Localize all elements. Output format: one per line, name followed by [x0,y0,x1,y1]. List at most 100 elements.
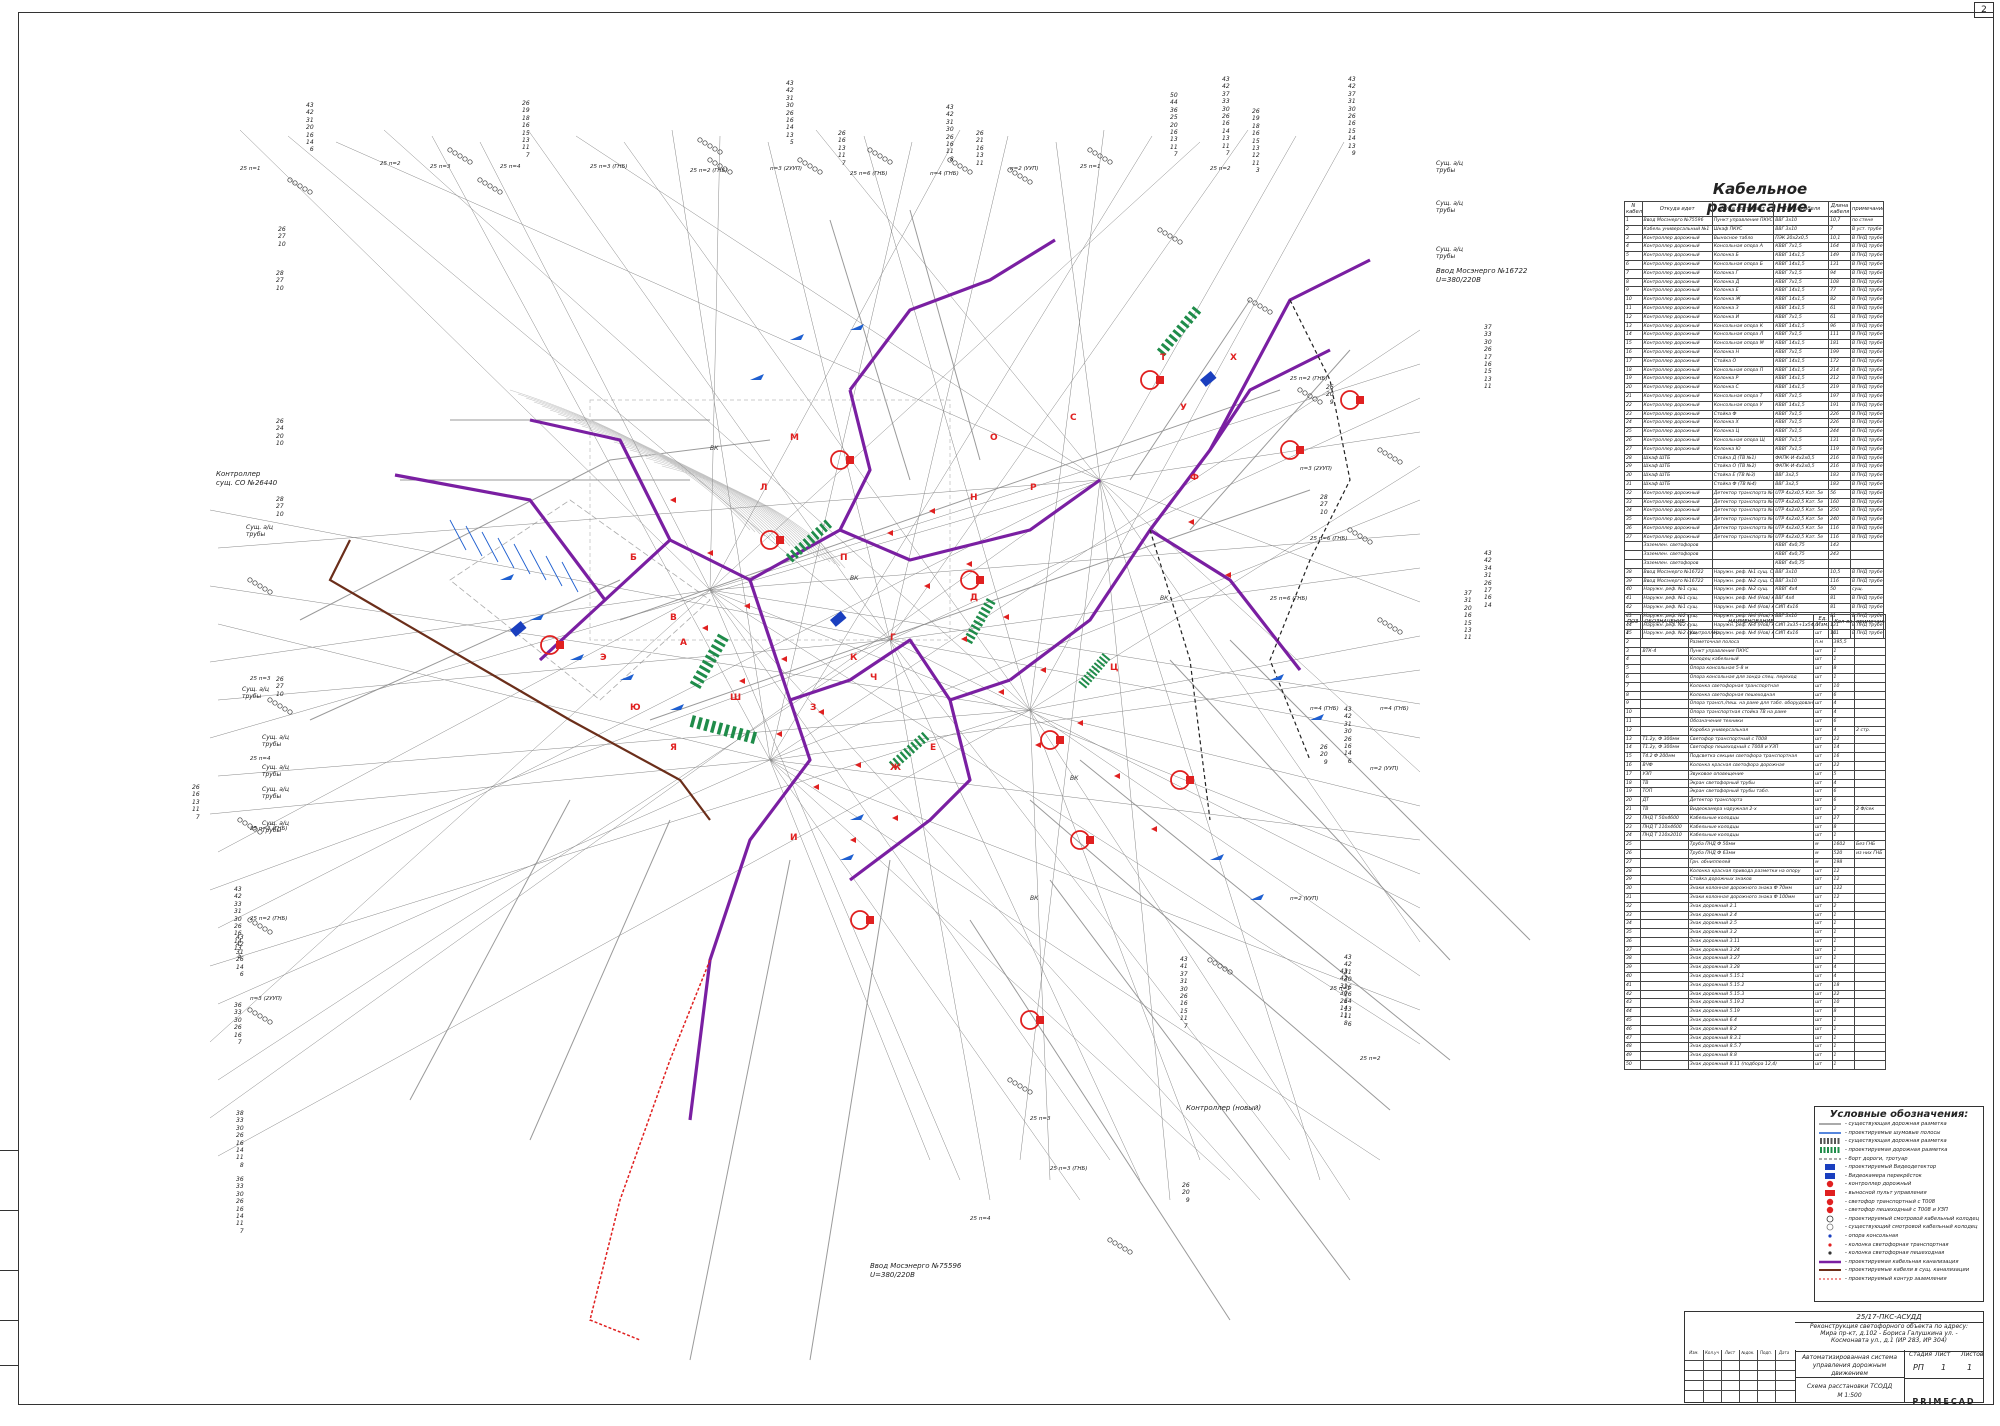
manhole-icon [1012,1080,1018,1086]
cable-number: 13 [1222,135,1230,143]
table-cell: КВВГ 14х1,5 [1773,251,1830,261]
crossing-letter: Т [1160,353,1167,363]
table-cell: Детектор транспорта №3 [1711,506,1775,517]
table-cell: Контроллер дорожный [1641,321,1713,332]
leader-line [1099,479,1421,603]
table-cell: Контроллер дорожный [1641,506,1713,517]
leader-line [889,129,1249,641]
table-cell [1640,1033,1689,1044]
table-cell: 34 [1624,506,1643,517]
manhole-icon [967,169,973,175]
revision-grid-header: Дата [1778,1350,1790,1355]
cable-number: 20 [276,432,284,440]
table-cell: Стойка Е (ТВ №3) [1711,471,1775,481]
road-edge [309,579,621,721]
table-cell: 119 [1828,444,1852,455]
table-cell [1640,910,1689,921]
manhole-icon [462,156,468,162]
cable-number: 42 [236,941,244,949]
cable-number: 15 [522,129,530,137]
legend-symbol-icon [1819,1269,1841,1272]
leader-line [709,589,1421,875]
table-cell [1640,1016,1689,1026]
table-cell: 96 [1828,321,1852,332]
specification-col-header: ПОЗ [1623,614,1642,630]
cable-number: 11 [946,148,954,156]
table-cell: Контроллер дорожный [1641,347,1713,358]
table-cell: Контроллер дорожный [1641,312,1713,323]
crossing-letter: Д [970,593,978,603]
cable-number: 8 [949,155,954,163]
cable-number: 26 [1340,997,1348,1005]
table-cell [1854,954,1886,965]
legend-item-label: - проектируемая дорожная разметка [1845,1147,1948,1154]
cable-number: 18 [522,114,530,122]
table-cell: 22 [1831,760,1856,771]
table-cell: В ПНД трубе [1850,268,1884,279]
table-cell: шт [1813,945,1833,956]
crossing-letter: М [790,433,799,443]
manhole-icon [1247,297,1253,303]
leader-line [1099,479,1421,773]
traffic-light-head [556,641,564,649]
table-cell [1854,928,1886,938]
table-cell: 12 [1624,312,1643,323]
table-cell: 199 [1828,347,1852,358]
table-cell [1854,629,1886,639]
crossing-letter: Я [670,743,677,753]
sheet-header: Лист [1935,1351,1951,1358]
legend-item: - проектируемый смотровой кабельный коло… [1815,1215,1983,1224]
table-cell: 8 [1623,690,1642,701]
table-cell: шт [1813,629,1833,639]
marking-line [545,555,563,587]
crossing-stripe [985,598,996,606]
table-cell: 212 [1828,374,1852,385]
crossing-stripe [1096,659,1106,668]
manhole-icon [1257,303,1263,309]
crossing-letter: Л [760,483,767,493]
table-cell: В уст. трубе [1850,224,1884,235]
cable-number: 16 [1252,130,1260,138]
cable-number: 13 [234,945,242,953]
table-cell [1640,690,1689,701]
cable-number: 21 [976,137,984,145]
table-cell: КВВГ 7х1,5 [1773,444,1830,455]
manhole-icon [1382,450,1388,456]
crossing-stripe [790,549,799,559]
crossing-stripe [785,553,795,563]
cable-number: 19 [1252,115,1260,123]
table-cell: UTP 4х2х0,5 Кат. 5е [1773,497,1830,508]
cable-number: 14 [236,1147,244,1155]
cable-number: 7 [237,1039,242,1047]
legend-item-label: - существующая дорожная разметка [1845,1138,1947,1145]
signal-arrow-icon [1151,826,1157,832]
cable-number: 36 [1170,106,1178,114]
cable-tag: 25 п=6 (ГНБ) [850,171,887,177]
crossing-letter: О [990,433,998,443]
legend-symbol-icon [1819,1278,1841,1280]
cable-number: 42 [1222,83,1230,91]
table-cell: КВВГ 7х1,5 [1773,312,1830,323]
cable-number: 31 [236,948,244,956]
table-cell: 1 [1831,1051,1856,1062]
cable-number: 12 [1252,152,1260,160]
legend-symbol-icon [1826,1181,1834,1188]
table-cell [1640,1060,1689,1070]
table-cell: 1 [1831,1042,1856,1053]
table-cell: Колонка Х [1711,418,1775,429]
table-cell: шт [1813,901,1833,912]
table-cell: Колонка красная привода разметки на опор… [1687,866,1815,877]
table-cell: п.м [1813,637,1833,648]
cable-number: 26 [1182,1182,1190,1189]
cable-number: 14 [786,124,794,132]
table-cell: шт [1813,1060,1833,1070]
manhole-icon [1387,623,1393,629]
manhole-icon [492,186,498,192]
cable-number: 13 [976,152,984,160]
